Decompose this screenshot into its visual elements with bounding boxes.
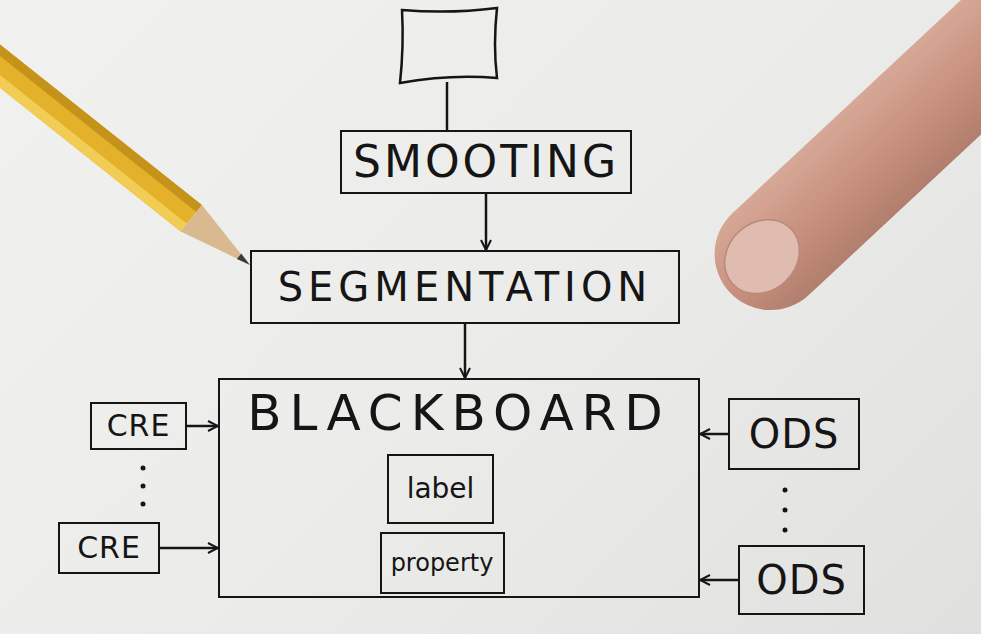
process-box: SEGMENTATION — [250, 250, 680, 324]
process-box: SMOOTING — [340, 130, 632, 194]
connector-arrow — [160, 547, 218, 550]
source-box: ODS — [738, 545, 865, 615]
box-label: ODS — [749, 414, 840, 454]
dot — [141, 466, 146, 471]
box-label: ODS — [756, 560, 847, 600]
dot — [783, 508, 788, 513]
dot — [141, 502, 146, 507]
dot — [783, 488, 788, 493]
finger-shape — [691, 0, 981, 333]
data-box: label — [387, 454, 494, 524]
connector-arrow — [464, 324, 467, 378]
connector-arrow — [187, 425, 218, 428]
box-label: SEGMENTATION — [278, 267, 653, 307]
pencil — [0, 0, 261, 278]
connector-arrow — [485, 194, 488, 250]
finger — [691, 0, 981, 333]
dot — [783, 528, 788, 533]
input-wire — [446, 82, 449, 130]
finger-nail — [710, 204, 815, 308]
box-title: BLACKBOARD — [247, 380, 671, 438]
connectors — [160, 194, 738, 580]
box-label: CRE — [77, 533, 141, 563]
empty-box — [400, 8, 497, 83]
pencil-shade — [0, 0, 202, 212]
source-box: CRE — [90, 402, 187, 450]
source-box: CRE — [58, 522, 160, 574]
box-label: property — [391, 551, 494, 575]
pencil-body — [0, 0, 202, 232]
source-box: ODS — [728, 398, 860, 470]
connector-arrow — [700, 433, 728, 436]
box-label: label — [407, 475, 475, 503]
blackboard-box: BLACKBOARD label property — [218, 378, 700, 598]
box-label: SMOOTING — [353, 140, 619, 184]
dot — [141, 484, 146, 489]
connector-arrow — [700, 579, 738, 582]
data-box: property — [380, 532, 505, 594]
box-label: CRE — [107, 411, 171, 441]
